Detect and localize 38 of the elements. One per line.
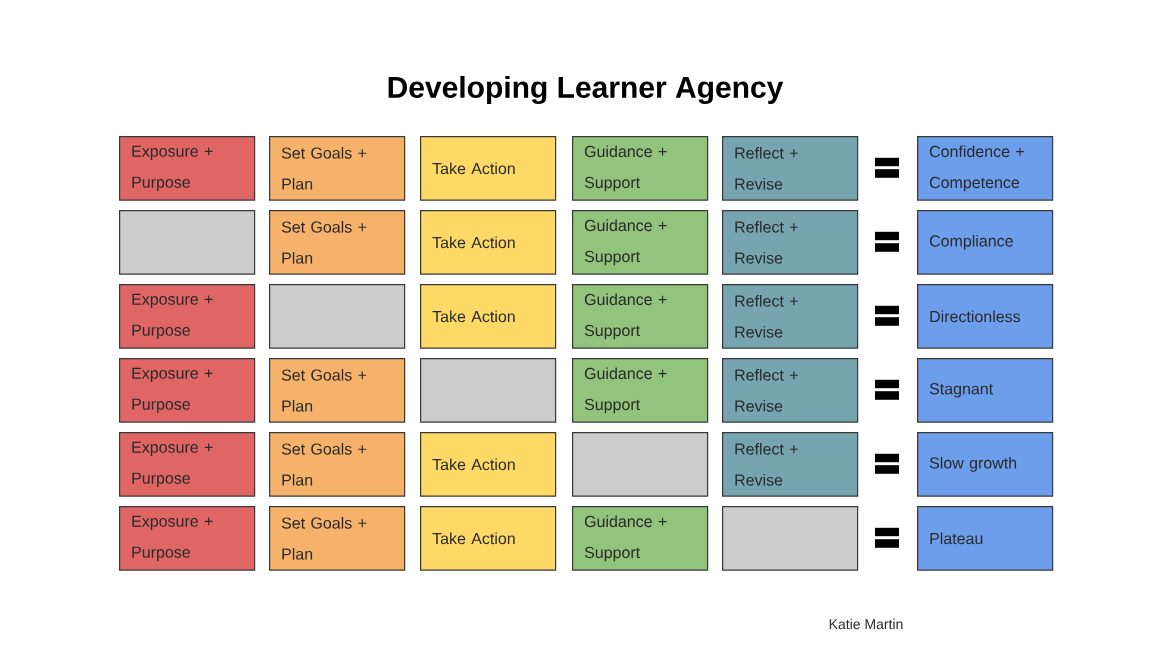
empty-box [722, 506, 859, 571]
step-box: Reflect + Revise [722, 284, 859, 349]
outcome-box: Slow growth [917, 432, 1054, 497]
empty-box [269, 284, 406, 349]
outcome-box: Stagnant [917, 358, 1054, 423]
step-box: Exposure + Purpose [119, 284, 256, 349]
step-box: Exposure + Purpose [119, 432, 256, 497]
step-box: Reflect + Revise [722, 210, 859, 275]
empty-box [119, 210, 256, 275]
step-box: Set Goals + Plan [269, 210, 406, 275]
author-name: Katie Martin [829, 618, 903, 630]
step-box: Set Goals + Plan [269, 506, 406, 571]
empty-box [572, 432, 709, 497]
step-box: Take Action [420, 284, 557, 349]
step-box: Set Goals + Plan [269, 358, 406, 423]
step-box: Guidance + Support [572, 358, 709, 423]
step-box: Take Action [420, 210, 557, 275]
step-box: Guidance + Support [572, 136, 709, 201]
empty-box [420, 358, 557, 423]
outcome-box: Directionless [917, 284, 1054, 349]
step-box: Take Action [420, 432, 557, 497]
step-box: Take Action [420, 136, 557, 201]
outcome-box: Compliance [917, 210, 1054, 275]
outcome-box: Plateau [917, 506, 1054, 571]
step-box: Set Goals + Plan [269, 432, 406, 497]
step-box: Take Action [420, 506, 557, 571]
step-box: Guidance + Support [572, 506, 709, 571]
step-box: Reflect + Revise [722, 358, 859, 423]
title: Developing Learner Agency [388, 75, 784, 105]
step-box: Reflect + Revise [722, 136, 859, 201]
outcome-box: Confidence + Competence [917, 136, 1054, 201]
step-box: Guidance + Support [572, 284, 709, 349]
step-box: Exposure + Purpose [119, 506, 256, 571]
step-box: Exposure + Purpose [119, 136, 256, 201]
step-box: Exposure + Purpose [119, 358, 256, 423]
step-box: Set Goals + Plan [269, 136, 406, 201]
step-box: Guidance + Support [572, 210, 709, 275]
step-box: Reflect + Revise [722, 432, 859, 497]
